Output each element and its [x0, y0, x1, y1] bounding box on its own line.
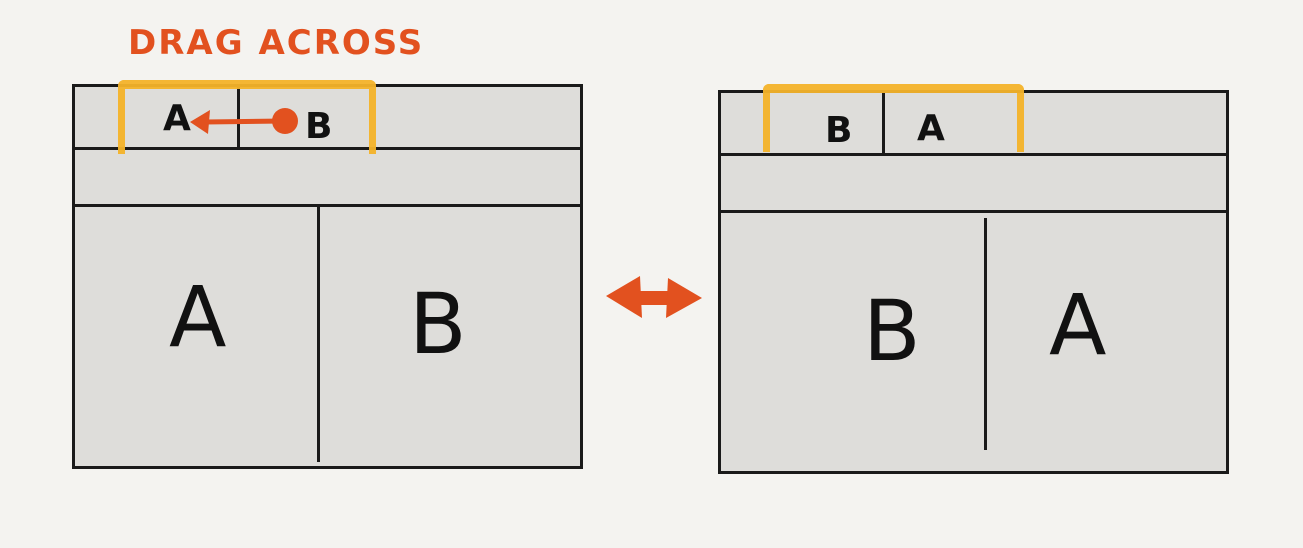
drag-arrow-icon [190, 108, 298, 134]
swap-arrow-icon [606, 276, 702, 318]
tab-bar-divider [721, 153, 1226, 156]
tab-b[interactable]: B [825, 110, 853, 151]
after-window: B A B A [718, 90, 1229, 474]
before-window: A B A B [72, 84, 583, 469]
tab-divider [237, 87, 240, 149]
tab-a[interactable]: A [917, 108, 945, 149]
pane-splitter[interactable] [984, 218, 987, 450]
pane-b: B [863, 282, 921, 380]
tab-bar-divider [75, 147, 580, 150]
tab-group-highlight [118, 80, 376, 154]
tab-group-highlight [763, 84, 1024, 152]
pane-b: B [409, 275, 467, 373]
pane-splitter[interactable] [317, 207, 320, 462]
drag-across-caption: DRAG ACROSS [128, 23, 425, 63]
toolbar-divider [721, 210, 1226, 213]
pane-a: A [1049, 276, 1107, 374]
pane-a: A [169, 268, 227, 366]
toolbar-divider [75, 204, 580, 207]
tab-a[interactable]: A [163, 98, 191, 139]
tab-divider [882, 93, 885, 155]
tab-b[interactable]: B [305, 106, 333, 147]
